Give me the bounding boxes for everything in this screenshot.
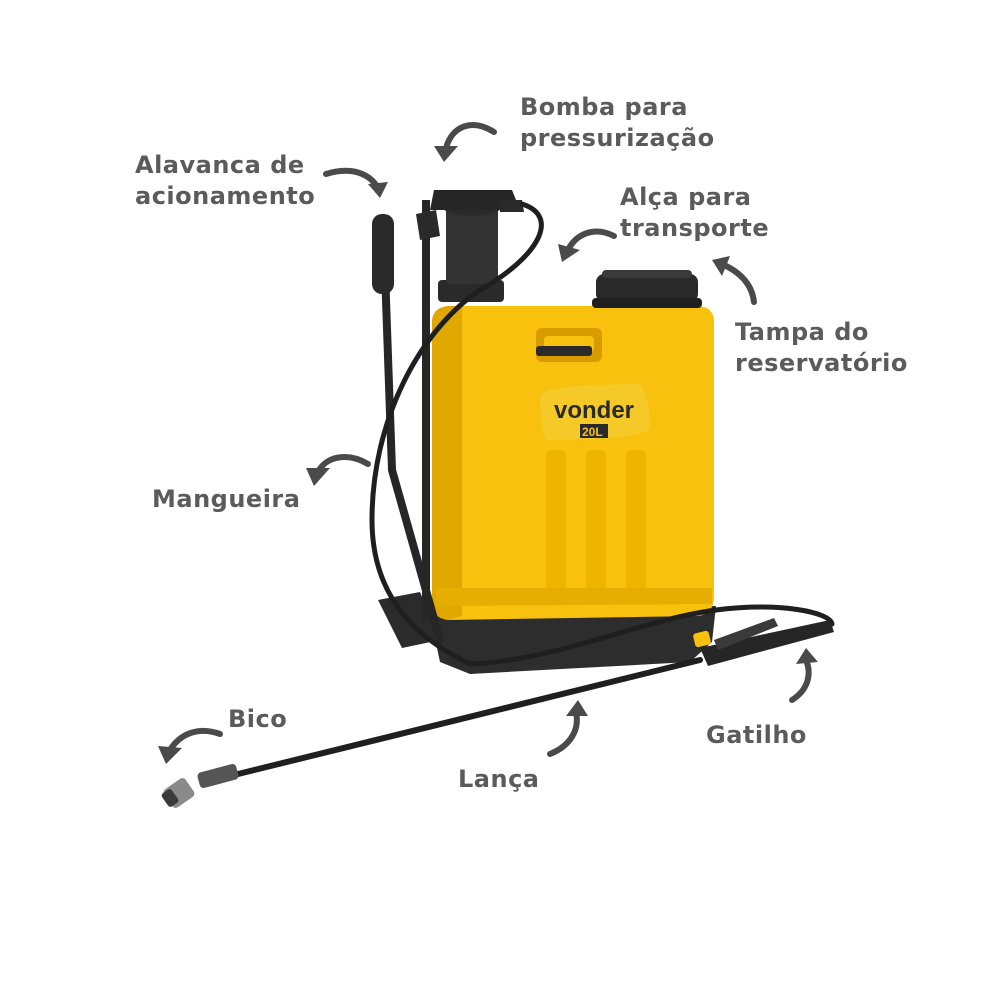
arrow-mangueira-icon — [306, 454, 371, 486]
label-bico: Bico — [228, 705, 288, 733]
label-alavanca-line2: acionamento — [135, 182, 316, 210]
tank-lower-rim — [436, 588, 712, 606]
arrow-alca-icon — [558, 228, 617, 262]
trigger-collar — [693, 630, 711, 648]
arrow-gatilho-icon — [789, 648, 818, 703]
tank-rib — [546, 450, 566, 600]
reservoir-lid-top — [602, 270, 692, 278]
label-alavanca: Alavanca de acionamento — [135, 150, 315, 212]
label-gatilho: Gatilho — [706, 721, 807, 749]
nozzle-tip-end — [161, 789, 179, 807]
arrow-alavanca-icon — [323, 167, 388, 198]
label-bomba-line1: Bomba para — [520, 93, 688, 121]
arrow-lanca-icon — [547, 700, 588, 757]
tank-base — [428, 606, 716, 674]
arrow-tampa-icon — [712, 256, 757, 305]
tank-side-shade — [432, 306, 462, 620]
carry-handle-clip — [536, 346, 592, 356]
tank-rib — [586, 450, 606, 600]
capacity-text: 20L — [582, 425, 603, 439]
label-tampa-line1: Tampa do — [735, 318, 869, 346]
trigger-handle — [700, 620, 834, 666]
trigger-lever — [714, 618, 778, 650]
label-bomba: Bomba para pressurização — [520, 92, 715, 154]
lance — [227, 657, 703, 779]
label-alavanca-line1: Alavanca de — [135, 151, 305, 179]
arrow-bomba-icon — [434, 122, 497, 162]
pump-top — [430, 190, 520, 210]
label-mangueira: Mangueira — [152, 485, 301, 513]
lever-rod — [380, 232, 444, 644]
label-alca-line1: Alça para — [620, 183, 752, 211]
reservoir-lid — [596, 274, 698, 302]
label-lanca: Lança — [458, 765, 540, 793]
nozzle-body — [197, 763, 239, 789]
lever-bracket — [416, 210, 440, 240]
reservoir-lid-rim — [592, 298, 702, 308]
pump-cylinder — [446, 208, 498, 284]
brand-logo: vonder — [554, 397, 634, 424]
label-tampa: Tampa do reservatório — [735, 317, 908, 379]
hose — [369, 201, 835, 667]
arrow-bico-icon — [158, 727, 223, 764]
label-tampa-line2: reservatório — [735, 349, 908, 377]
capacity-badge — [580, 424, 608, 438]
lever-grip — [372, 214, 394, 294]
label-alca-line2: transporte — [620, 214, 770, 242]
label-bomba-line2: pressurização — [520, 124, 715, 152]
tank-rib — [626, 450, 646, 600]
brand-plate — [540, 384, 650, 440]
label-alca: Alça para transporte — [620, 182, 769, 244]
pump-outlet — [500, 200, 524, 212]
